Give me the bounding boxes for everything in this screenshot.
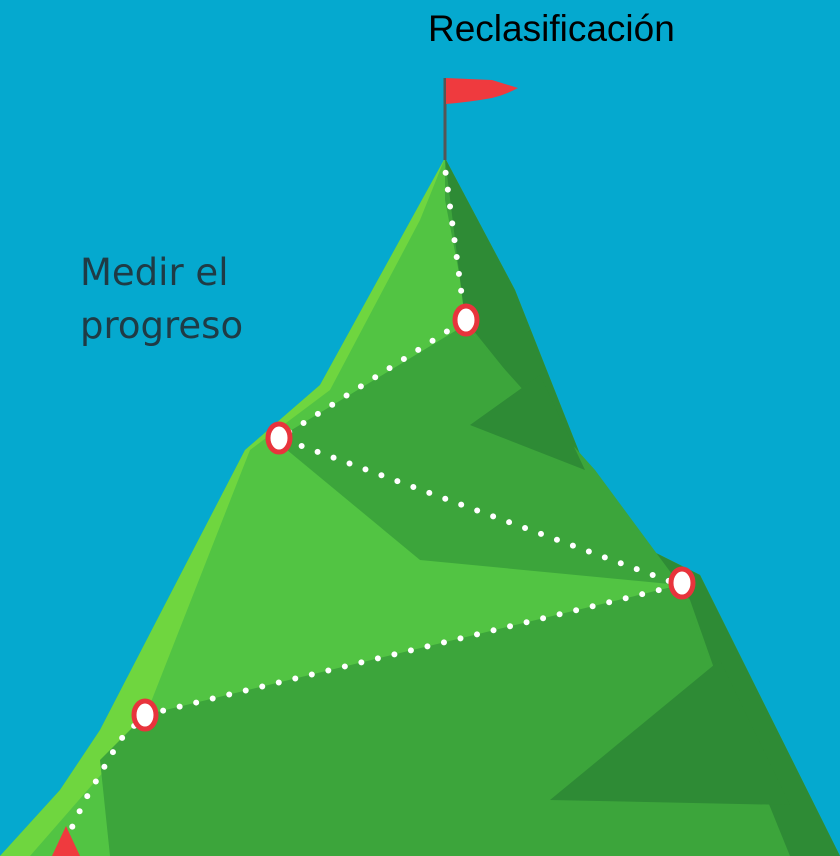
start-triangle-icon [52, 826, 80, 856]
flag-icon [446, 78, 518, 104]
waypoint-marker-icon [131, 698, 159, 732]
mountain-shadow-middle [275, 325, 680, 585]
trail-path [62, 165, 691, 845]
milestone-label-line-1: Medir el [80, 251, 229, 294]
mountain-shadow-right [445, 158, 840, 856]
mountain-facet-dark-1 [470, 375, 585, 470]
milestone-label-line-2: progreso [80, 304, 244, 347]
goal-label: Reclasificación [428, 8, 675, 49]
mountain-highlight-face [0, 158, 445, 856]
waypoint-marker-icon [668, 566, 696, 600]
mountain-facet-dark-2 [550, 660, 790, 805]
waypoint-marker-icon [265, 421, 293, 455]
milestone-label: Medir el progreso [80, 246, 243, 352]
waypoint-marker-icon [452, 303, 480, 337]
